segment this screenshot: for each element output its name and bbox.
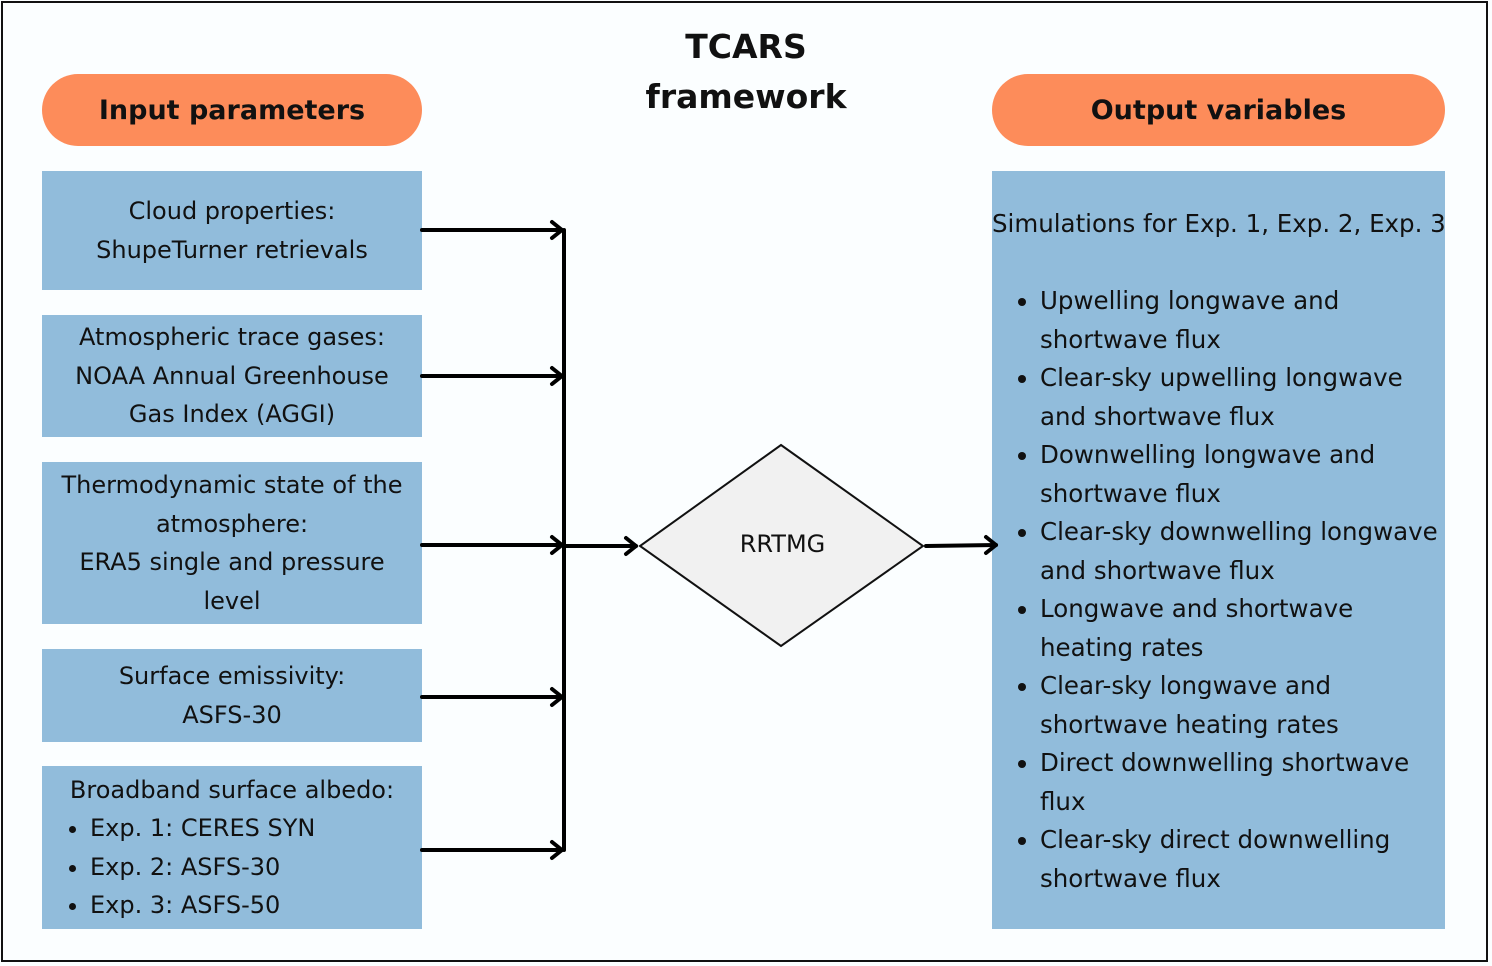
input-box-cloud-properties: Cloud properties: ShupeTurner retrievals <box>42 171 422 290</box>
albedo-list-item: Exp. 1: CERES SYN <box>90 809 422 848</box>
input-box-surface-albedo: Broadband surface albedo: Exp. 1: CERES … <box>42 766 422 929</box>
input-line: Cloud properties: <box>128 197 336 225</box>
output-list-item: Clear-sky upwelling longwave and shortwa… <box>1040 359 1440 436</box>
diagram-title: TCARS framework <box>596 22 896 122</box>
output-list-item: Direct downwelling shortwave flux <box>1040 744 1440 821</box>
input-line: atmosphere: <box>155 509 309 538</box>
albedo-list-item: Exp. 2: ASFS-30 <box>90 848 422 887</box>
output-variables-box: Simulations for Exp. 1, Exp. 2, Exp. 3 U… <box>992 171 1446 929</box>
input-line: Gas Index (AGGI) <box>128 400 336 429</box>
output-list-item: Clear-sky downwelling longwave and short… <box>1040 513 1440 590</box>
input-header-label: Input parameters <box>98 94 366 126</box>
input-line: ERA5 single and pressure <box>79 548 385 576</box>
output-variable-list: Upwelling longwave and shortwave flux Cl… <box>992 282 1440 898</box>
title-line-2: framework <box>645 77 847 116</box>
output-list-item: Downwelling longwave and shortwave flux <box>1040 436 1440 513</box>
arrowhead-icon <box>624 536 638 556</box>
output-list-item: Upwelling longwave and shortwave flux <box>1040 282 1440 359</box>
albedo-experiment-list: Exp. 1: CERES SYN Exp. 2: ASFS-30 Exp. 3… <box>42 809 422 925</box>
input-line: ShupeTurner retrievals <box>96 235 368 264</box>
input-box-surface-emissivity: Surface emissivity: ASFS-30 <box>42 649 422 742</box>
output-variables-header: Output variables <box>992 74 1445 146</box>
albedo-list-item: Exp. 3: ASFS-50 <box>90 886 422 925</box>
rrtmg-diamond <box>638 443 925 648</box>
input-line: Atmospheric trace gases: <box>79 323 385 352</box>
albedo-heading: Broadband surface albedo: <box>69 775 395 804</box>
input-box-thermodynamic-state: Thermodynamic state of the atmosphere: E… <box>42 462 422 624</box>
input-line: level <box>203 586 261 615</box>
input-line: Surface emissivity: <box>118 662 346 690</box>
output-header-label: Output variables <box>1090 94 1347 126</box>
output-list-item: Clear-sky direct downwelling shortwave f… <box>1040 821 1440 898</box>
title-line-1: TCARS <box>685 27 807 66</box>
arrowhead-icon <box>984 535 998 555</box>
output-heading: Simulations for Exp. 1, Exp. 2, Exp. 3 <box>992 209 1446 238</box>
output-list-item: Clear-sky longwave and shortwave heating… <box>1040 667 1440 744</box>
rrtmg-label: RRTMG <box>739 530 826 558</box>
input-line: Thermodynamic state of the <box>61 471 403 499</box>
output-list-item: Longwave and shortwave heating rates <box>1040 590 1440 667</box>
input-parameters-header: Input parameters <box>42 74 422 146</box>
arrow-rrtmg-to-outputs <box>924 543 998 548</box>
input-line: ASFS-30 <box>182 700 282 729</box>
input-line: NOAA Annual Greenhouse <box>75 361 389 390</box>
input-box-trace-gases: Atmospheric trace gases: NOAA Annual Gre… <box>42 315 422 437</box>
